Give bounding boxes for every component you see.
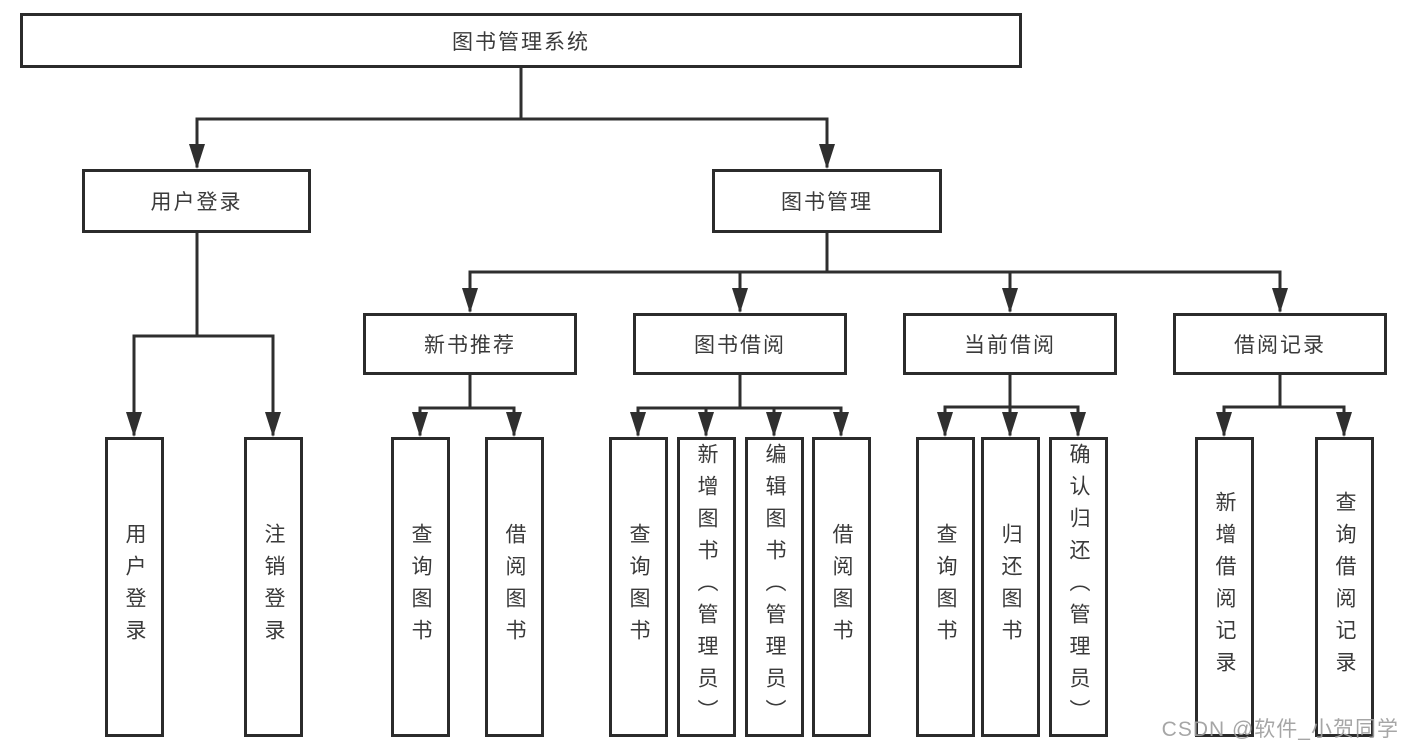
leaf-add-borrow-record-label: 新增借阅记录 — [1213, 491, 1237, 683]
arrowhead — [766, 412, 782, 437]
leaf-confirm-return-admin-label: 确认归还（管理员） — [1067, 443, 1091, 731]
arrowhead — [819, 144, 835, 169]
node-root: 图书管理系统 — [20, 13, 1022, 68]
leaf-query-book-2: 查询图书 — [609, 437, 668, 737]
csdn-watermark: CSDN @软件_小贺同学 — [1161, 718, 1399, 741]
node-borrow-records: 借阅记录 — [1173, 313, 1387, 375]
node-user-login-label: 用户登录 — [150, 191, 243, 214]
arrowhead — [630, 412, 646, 437]
leaf-add-book-admin: 新增图书（管理员） — [677, 437, 736, 737]
node-current-borrow-label: 当前借阅 — [964, 334, 1056, 357]
node-new-book-recommend-label: 新书推荐 — [424, 334, 516, 357]
leaf-return-book-label: 归还图书 — [999, 523, 1023, 651]
leaf-logout-label: 注销登录 — [262, 523, 286, 651]
arrowhead — [126, 412, 142, 437]
arrowhead — [265, 412, 281, 437]
leaf-query-borrow-record-label: 查询借阅记录 — [1333, 491, 1357, 683]
connector-lines — [132, 66, 1346, 410]
arrowheads — [126, 144, 1352, 437]
arrowhead — [937, 412, 953, 437]
node-book-management: 图书管理 — [712, 169, 942, 233]
arrowhead — [698, 412, 714, 437]
node-book-borrow-label: 图书借阅 — [694, 334, 786, 357]
node-borrow-records-label: 借阅记录 — [1234, 334, 1326, 357]
leaf-user-login: 用户登录 — [105, 437, 164, 737]
leaf-add-book-admin-label: 新增图书（管理员） — [695, 443, 719, 731]
node-new-book-recommend: 新书推荐 — [363, 313, 577, 375]
node-book-borrow: 图书借阅 — [633, 313, 847, 375]
node-root-label: 图书管理系统 — [452, 30, 590, 54]
arrowhead — [732, 288, 748, 313]
node-current-borrow: 当前借阅 — [903, 313, 1117, 375]
arrowhead — [189, 144, 205, 169]
node-book-management-label: 图书管理 — [781, 191, 873, 214]
leaf-query-book-3: 查询图书 — [916, 437, 975, 737]
leaf-borrow-book-2: 借阅图书 — [812, 437, 871, 737]
leaf-borrow-book-1-label: 借阅图书 — [503, 523, 527, 651]
arrowhead — [1336, 412, 1352, 437]
leaf-user-login-label: 用户登录 — [123, 523, 147, 651]
leaf-edit-book-admin: 编辑图书（管理员） — [745, 437, 804, 737]
leaf-return-book: 归还图书 — [981, 437, 1040, 737]
leaf-borrow-book-1: 借阅图书 — [485, 437, 544, 737]
node-user-login: 用户登录 — [82, 169, 311, 233]
leaf-query-book-2-label: 查询图书 — [627, 523, 651, 651]
leaf-confirm-return-admin: 确认归还（管理员） — [1049, 437, 1108, 737]
arrowhead — [1216, 412, 1232, 437]
arrowhead — [412, 412, 428, 437]
arrowhead — [1070, 412, 1086, 437]
arrowhead — [506, 412, 522, 437]
leaf-query-book-3-label: 查询图书 — [934, 523, 958, 651]
leaf-logout: 注销登录 — [244, 437, 303, 737]
arrowhead — [1002, 412, 1018, 437]
leaf-query-borrow-record: 查询借阅记录 — [1315, 437, 1374, 737]
arrowhead — [462, 288, 478, 313]
leaf-add-borrow-record: 新增借阅记录 — [1195, 437, 1254, 737]
leaf-edit-book-admin-label: 编辑图书（管理员） — [763, 443, 787, 731]
leaf-borrow-book-2-label: 借阅图书 — [830, 523, 854, 651]
arrowhead — [1002, 288, 1018, 313]
arrowhead — [833, 412, 849, 437]
leaf-query-book-1-label: 查询图书 — [409, 523, 433, 651]
arrowhead — [1272, 288, 1288, 313]
leaf-query-book-1: 查询图书 — [391, 437, 450, 737]
